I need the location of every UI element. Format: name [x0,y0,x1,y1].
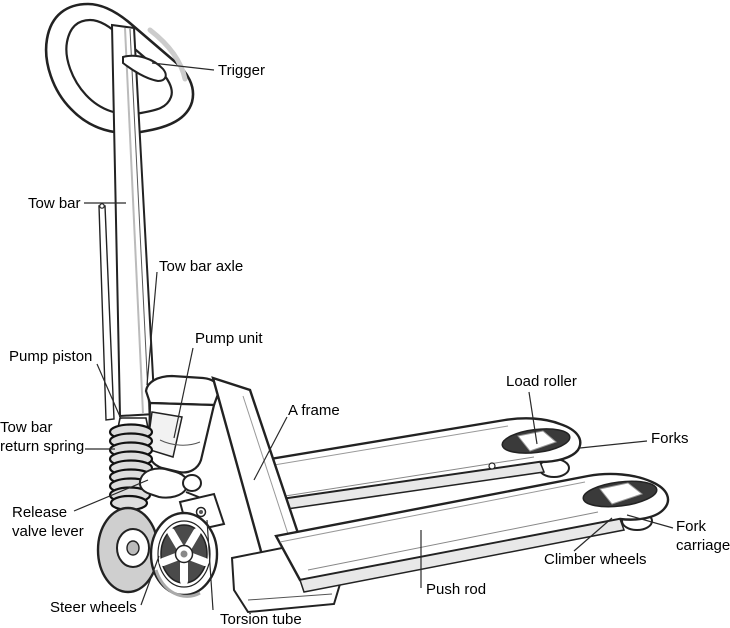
leader-line-climber-wheels [573,517,613,552]
leader-line-fork-carriage [626,514,674,529]
push-rod-line [307,511,599,571]
leader-line-trigger [151,62,215,71]
leader-line-a-frame [253,416,288,481]
load-roller-near [599,482,644,505]
leader-line-steer-wheels [140,555,160,606]
pump-unit-body [144,374,220,474]
label-release-valve-lever: Release valve lever [12,504,84,540]
label-climber-wheels: Climber wheels [544,551,647,568]
label-pump-unit: Pump unit [195,330,263,347]
pump-piston-rod [98,203,115,421]
fork-near [274,472,670,593]
label-fork-carriage: Fork carriage [676,518,730,554]
label-push-rod: Push rod [426,581,487,598]
label-a-frame: A frame [288,402,340,419]
leader-line-tow-bar-axle [146,271,158,386]
release-lever [138,467,207,501]
label-load-roller: Load roller [506,373,577,390]
return-spring-coil [108,417,154,512]
leader-line-pump-piston [96,363,122,420]
leader-line-forks [579,440,648,449]
leader-lines [73,62,674,611]
label-tow-bar-axle: Tow bar axle [159,258,244,275]
steer-wheel-rear [96,506,160,594]
label-tow-bar-return-spring: Tow bar return spring [0,419,85,455]
leader-line-load-roller [528,391,538,445]
leader-line-torsion-tube [206,519,214,611]
label-torsion-tube: Torsion tube [220,611,302,628]
label-tow-bar: Tow bar [28,195,81,212]
steer-wheel-front [149,511,219,598]
tow-bar-shaft [110,23,157,418]
label-forks: Forks [651,430,689,447]
label-steer-wheels: Steer wheels [50,599,137,616]
leader-line-pump-unit [173,347,194,439]
label-pump-piston: Pump piston [9,348,93,365]
label-trigger: Trigger [218,62,265,79]
trigger-lever [122,54,167,83]
leader-line-release-valve-lever [73,479,149,512]
